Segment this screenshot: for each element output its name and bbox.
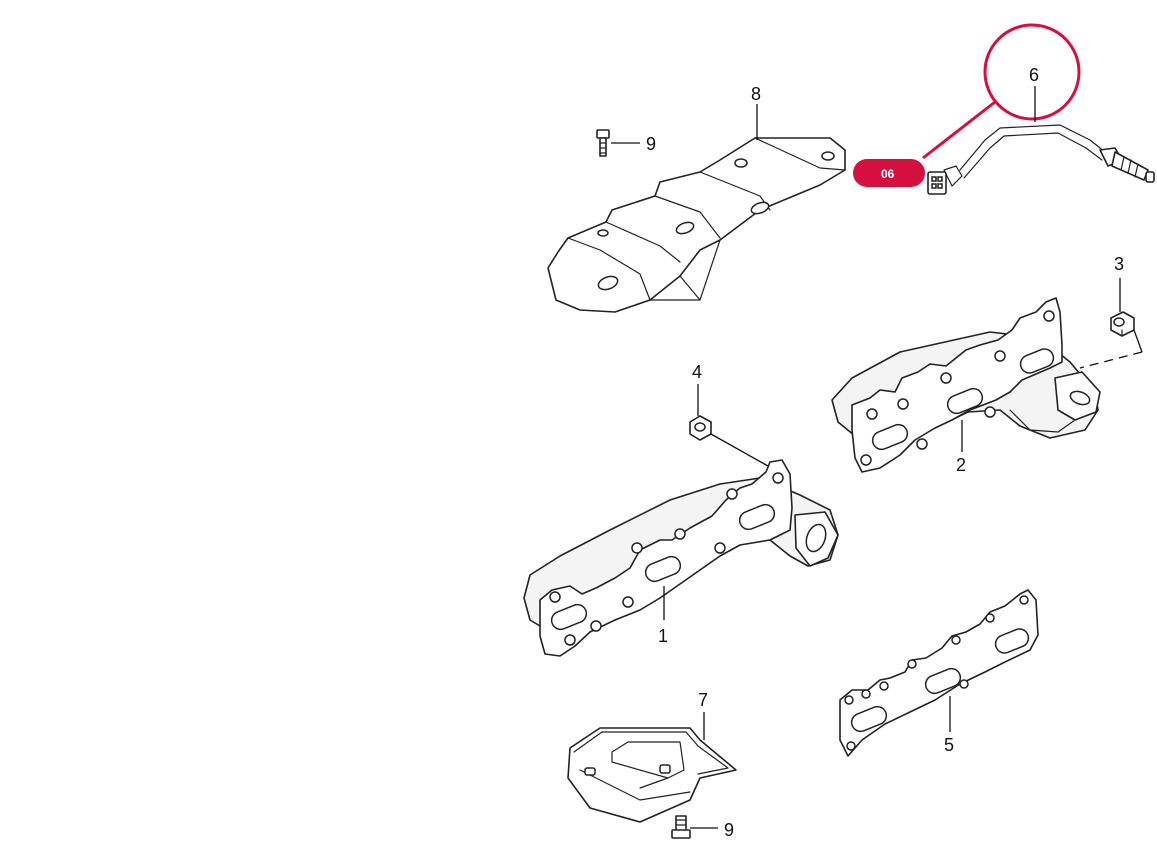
heat-shield-upper[interactable] (547, 137, 846, 313)
nut-icon[interactable] (1110, 311, 1135, 337)
callout-9-bottom: 9 (724, 820, 734, 840)
highlight-badge-label: 06 (881, 167, 895, 181)
gasket-icon[interactable] (839, 589, 1039, 757)
highlight-badge[interactable] (853, 159, 925, 187)
callout-3: 3 (1114, 254, 1124, 274)
callout-5: 5 (944, 735, 954, 755)
callout-2: 2 (956, 455, 966, 475)
callout-6: 6 (1029, 65, 1039, 85)
bolt-icon[interactable] (596, 129, 610, 157)
oxygen-sensor-icon[interactable] (927, 124, 1155, 195)
exhaust-manifold-right[interactable] (831, 297, 1101, 473)
heat-shield-lower[interactable] (567, 727, 737, 823)
callout-1: 1 (658, 626, 668, 646)
exhaust-manifold-left[interactable] (523, 459, 839, 657)
callout-9-top: 9 (646, 134, 656, 154)
nut-icon[interactable] (689, 415, 712, 441)
bolt-icon[interactable] (671, 815, 691, 839)
callout-7: 7 (698, 690, 708, 710)
highlight-marker[interactable]: 06 (853, 23, 1081, 187)
callout-4: 4 (692, 362, 702, 382)
callout-8: 8 (751, 84, 761, 104)
